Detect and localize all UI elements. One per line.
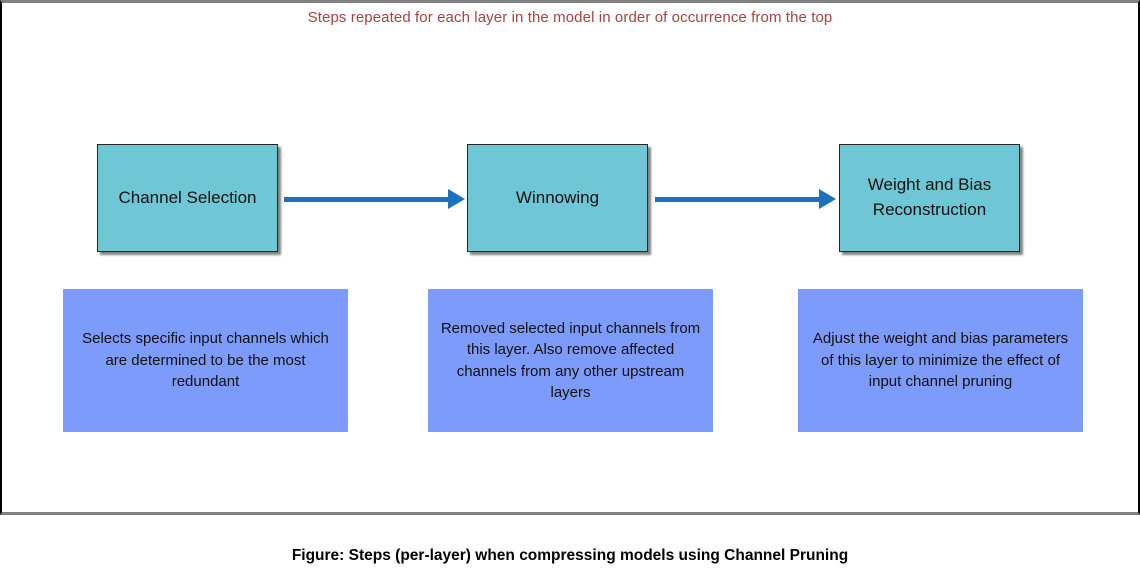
description-text-weight-bias-reconstruction: Adjust the weight and bias parameters of… (812, 330, 1069, 391)
diagram-frame: Steps repeated for each layer in the mod… (0, 0, 1140, 515)
step-label-weight-bias-reconstruction: Weight and Bias Reconstruction (867, 175, 992, 219)
description-box-channel-selection: Selects specific input channels which ar… (63, 289, 348, 432)
arrow-line (284, 197, 448, 202)
description-text-winnowing: Removed selected input channels from thi… (440, 319, 701, 402)
arrow-right-icon (284, 184, 465, 216)
step-box-weight-bias-reconstruction: Weight and Bias Reconstruction (839, 144, 1020, 252)
arrow-head (448, 189, 465, 209)
step-box-winnowing: Winnowing (467, 144, 648, 252)
arrow-head (819, 189, 836, 209)
arrow-right-icon (655, 184, 836, 216)
description-text-channel-selection: Selects specific input channels which ar… (82, 330, 329, 391)
description-box-weight-bias-reconstruction: Adjust the weight and bias parameters of… (798, 289, 1083, 432)
step-label-winnowing: Winnowing (515, 187, 600, 207)
step-label-channel-selection: Channel Selection (118, 187, 257, 207)
arrow-line (655, 197, 819, 202)
figure-caption: Figure: Steps (per-layer) when compressi… (291, 547, 849, 564)
description-box-winnowing: Removed selected input channels from thi… (428, 289, 713, 432)
step-box-channel-selection: Channel Selection (97, 144, 278, 252)
diagram-title: Steps repeated for each layer in the mod… (307, 9, 833, 26)
